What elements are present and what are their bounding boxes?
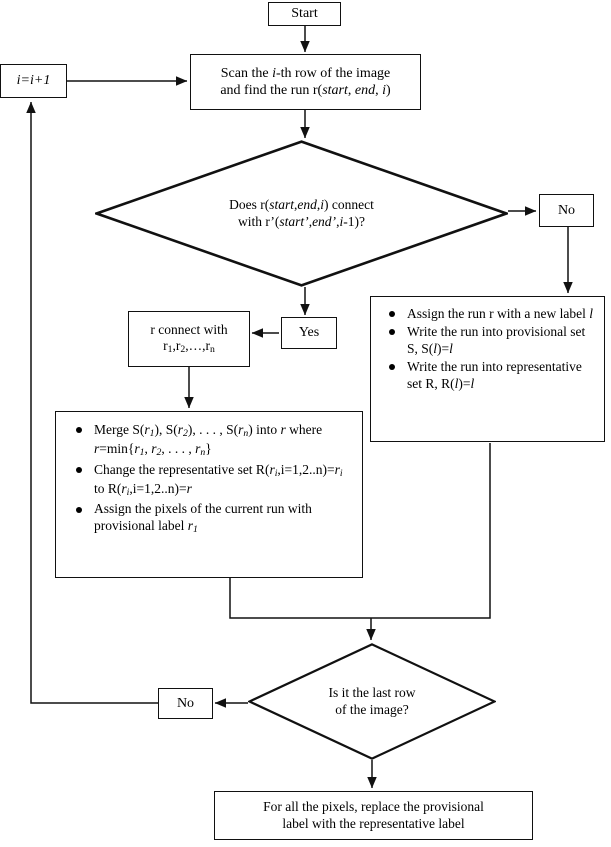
final-line1: For all the pixels, replace the provisio… [263, 799, 484, 815]
node-scan-text: Scan the i-th row of the image and find … [216, 65, 394, 99]
node-start[interactable]: Start [268, 2, 341, 26]
new-label-bullet-list: Assign the run r with a new label l Writ… [385, 305, 596, 392]
node-decision-connect-text: Does r(start,end,i) connect with r’(star… [95, 140, 508, 287]
list-item: Assign the run r with a new label l [385, 305, 596, 322]
node-decision-last-row[interactable]: Is it the last row of the image? [248, 643, 496, 760]
list-item: Merge S(r1), S(r2), . . . , S(rn) into r… [72, 421, 352, 460]
node-start-label: Start [291, 6, 318, 22]
decision-lastrow-line2: of the image? [335, 701, 409, 717]
node-no-top[interactable]: No [539, 194, 594, 227]
r-connect-line2: r1,r2,…,rn [163, 338, 215, 356]
decision-connect-line2: with r’(start’,end’,i-1)? [238, 213, 365, 229]
node-new-label-actions[interactable]: Assign the run r with a new label l Writ… [370, 296, 605, 442]
list-item: Write the run into representative set R,… [385, 358, 596, 392]
node-final-text: For all the pixels, replace the provisio… [259, 799, 488, 832]
node-yes-label: Yes [298, 325, 320, 341]
merge-bullet-list: Merge S(r1), S(r2), . . . , S(rn) into r… [72, 421, 352, 537]
node-no-bottom-label: No [176, 695, 195, 711]
node-yes[interactable]: Yes [281, 317, 337, 349]
node-decision-connect[interactable]: Does r(start,end,i) connect with r’(star… [95, 140, 508, 287]
list-item: Assign the pixels of the current run wit… [72, 500, 352, 536]
node-scan[interactable]: Scan the i-th row of the image and find … [190, 54, 421, 110]
node-no-bottom[interactable]: No [158, 688, 213, 719]
diamond-shape-last-row [248, 643, 496, 760]
node-no-top-label: No [557, 202, 576, 218]
decision-connect-line1: Does r(start,end,i) connect [229, 196, 374, 212]
node-r-connect[interactable]: r connect with r1,r2,…,rn [128, 311, 250, 367]
node-scan-line2: and find the run r(start, end, i) [220, 83, 391, 98]
node-increment-label: i=i+1 [16, 73, 51, 89]
list-item: Write the run into provisional set S, S(… [385, 323, 596, 357]
node-r-connect-text: r connect with r1,r2,…,rn [146, 322, 231, 356]
diamond-shape-connect [95, 140, 508, 287]
final-line2: label with the representative label [282, 815, 465, 831]
list-item: Change the representative set R(ri,i=1,2… [72, 461, 352, 500]
node-final[interactable]: For all the pixels, replace the provisio… [214, 791, 533, 840]
decision-lastrow-line1: Is it the last row [328, 684, 416, 700]
node-merge-actions[interactable]: Merge S(r1), S(r2), . . . , S(rn) into r… [55, 411, 363, 578]
node-decision-last-row-text: Is it the last row of the image? [248, 643, 496, 760]
node-increment[interactable]: i=i+1 [0, 64, 67, 98]
node-scan-line1: Scan the i-th row of the image [220, 65, 391, 81]
r-connect-line1: r connect with [150, 321, 228, 337]
